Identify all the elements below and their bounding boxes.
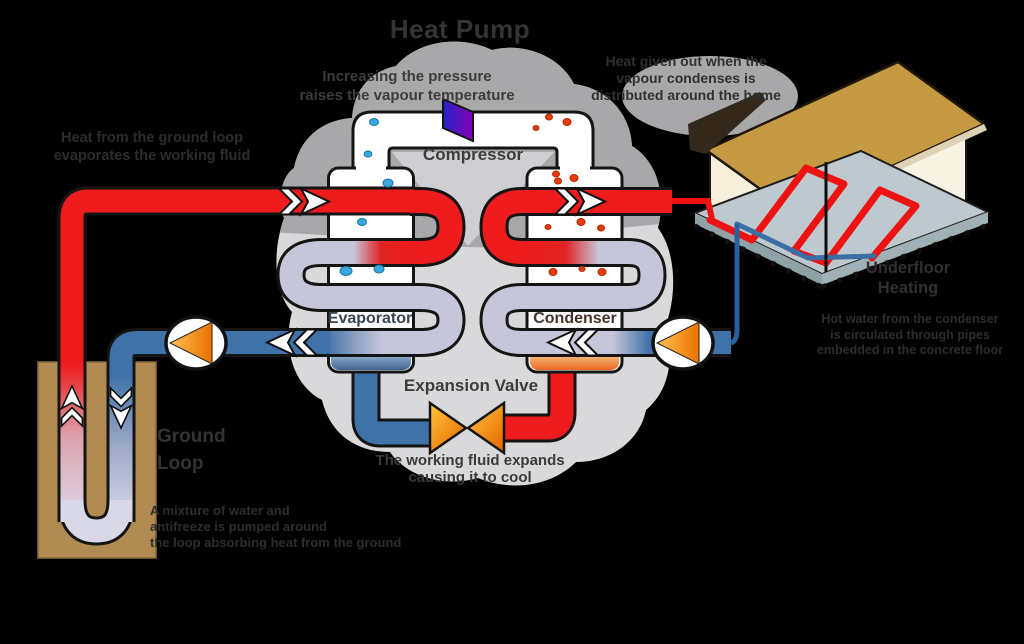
return-line-cold <box>729 224 740 346</box>
note-line: evaporates the working fluid <box>53 147 251 164</box>
pump-icon-ground <box>164 315 228 371</box>
note-line: Hot water from the condenser <box>821 312 999 326</box>
cloud-blob-right <box>622 56 798 136</box>
compressor-note: Increasing the pressure raises the vapou… <box>299 67 514 105</box>
label-line: Loop <box>157 453 204 474</box>
note-line: causing it to cool <box>408 469 532 486</box>
note-line: distributed around the home <box>591 87 781 103</box>
house <box>672 60 991 346</box>
label-line: Ground <box>157 426 226 447</box>
condenser-note: Heat given out when the vapour condenses… <box>591 53 781 104</box>
note-line: raises the vapour temperature <box>299 87 515 104</box>
note-line: Heat from the ground loop <box>60 130 244 146</box>
note-line: is circulated through pipes <box>830 327 990 342</box>
valve-pipes <box>351 368 577 448</box>
label-line: Heating <box>877 279 939 297</box>
note-line: Increasing the pressure <box>322 68 492 85</box>
house-label: Underfloor Heating <box>866 258 950 298</box>
expansion-note: The working fluid expands causing it to … <box>375 452 564 486</box>
ground-loop-label: Ground Loop <box>157 423 226 477</box>
expansion-valve-label: Expansion Valve <box>403 376 539 395</box>
pump-icon-house <box>651 315 715 371</box>
note-line: the loop absorbing heat from the ground <box>150 535 402 550</box>
label-line: Underfloor <box>865 259 951 277</box>
compressor-label: Compressor <box>422 145 524 164</box>
note-line: embedded in the concrete floor <box>816 343 1004 357</box>
supply-line-hot <box>672 198 715 220</box>
diagram-title: Heat Pump <box>389 14 531 44</box>
evaporator-label: Evaporator <box>327 310 413 327</box>
note-line: antifreeze is pumped around <box>150 519 327 534</box>
underfloor-return <box>734 221 877 261</box>
note-line: vapour condenses is <box>616 70 756 86</box>
compressor-icon <box>442 97 474 143</box>
roof-shadow <box>688 92 766 154</box>
note-line: Heat given out when the <box>605 53 767 69</box>
evaporator-note: Heat from the ground loop evaporates the… <box>54 130 251 165</box>
ground-u-bend <box>60 499 133 543</box>
vapour-bubbles <box>339 113 607 276</box>
note-line: A mixture of water and <box>150 503 290 518</box>
ground-supply-pipe <box>60 189 414 522</box>
expansion-valve-icon <box>428 400 506 456</box>
note-line: The working fluid expands <box>375 452 565 469</box>
pipes <box>60 189 731 543</box>
ground-loop-note: A mixture of water and antifreeze is pum… <box>150 503 401 551</box>
ground-return-pipe <box>109 331 330 522</box>
condenser-label: Condenser <box>533 310 617 327</box>
house-note: Hot water from the condenser is circulat… <box>817 312 1003 359</box>
house-supply-pipe <box>482 190 672 264</box>
